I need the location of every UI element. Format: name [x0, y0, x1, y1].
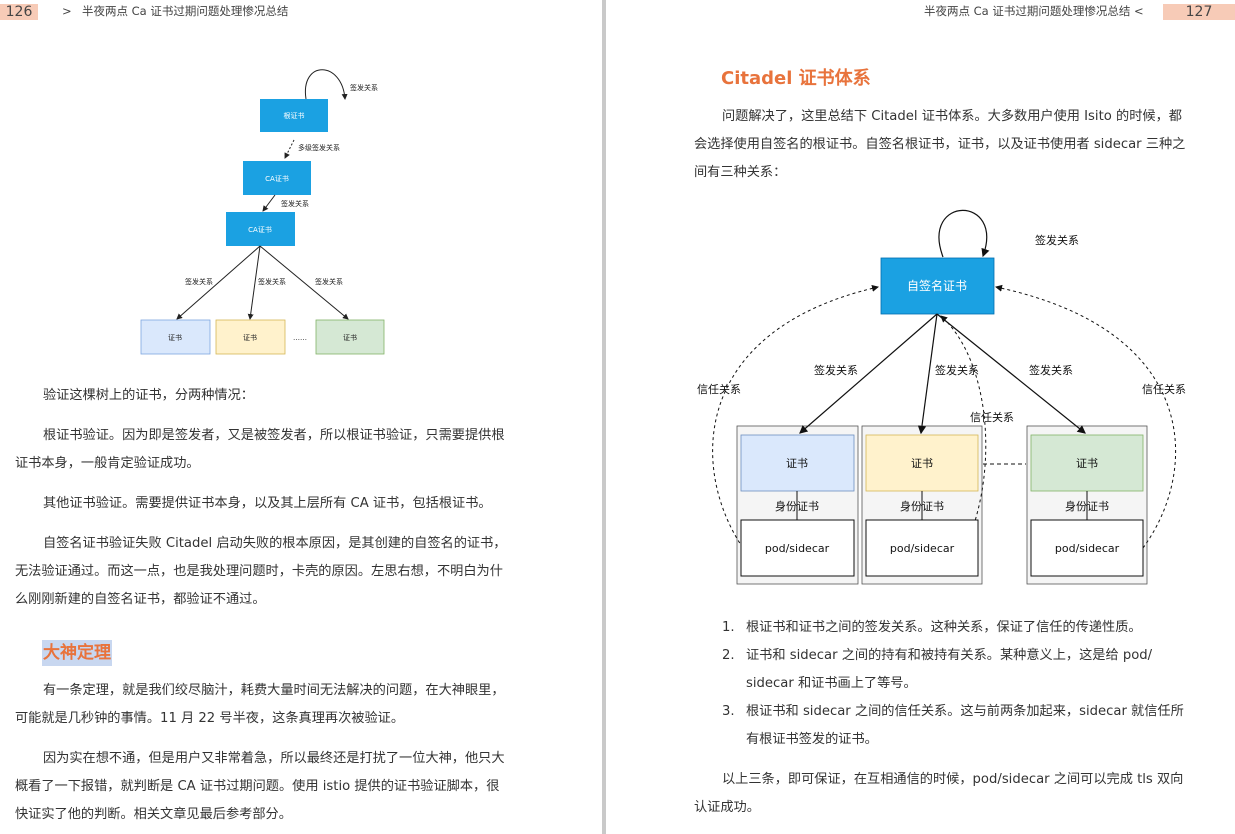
paragraph-citadel-line1: 问题解决了，这里总结下 Citadel 证书体系。大多数用户使用 Isito 的… [722, 109, 1182, 124]
right-page: 半夜两点 Ca 证书过期问题处理惨况总结 < 127 Citadel 证书体系 … [606, 0, 1235, 834]
relationship-list: 1. 根证书和证书之间的签发关系。这种关系，保证了信任的传递性质。 2. 证书和… [718, 614, 1198, 754]
trust-curve-left [712, 284, 879, 549]
issue-label-cert-1: 签发关系 [814, 363, 858, 377]
left-page-number: 126 [0, 4, 38, 20]
pod-node-2 [865, 519, 979, 577]
certificate-tree-diagram: 签发关系 根证书 多级签发关系 CA证书 签发关系 CA证书 签发关系 签发关系… [140, 69, 385, 355]
cert-label-1: 证书 [786, 457, 808, 470]
ca-cert-label-1: CA证书 [265, 174, 289, 183]
self-signed-root-node [880, 257, 995, 315]
paragraph-theorem-line2: 可能就是几秒钟的事情。11 月 22 号半夜，这条真理再次被验证。 [15, 711, 405, 726]
paragraph-citadel-line3: 间有三种关系： [694, 165, 787, 180]
identity-label-1: 身份证书 [775, 499, 819, 513]
section-heading-citadel: Citadel 证书体系 [721, 68, 871, 89]
citadel-cert-system-diagram: 签发关系 自签名证书 签发关系 签发关系 签发关系 信任关系 信任关系 信任关系… [697, 209, 1186, 585]
issue-label-cert-3: 签发关系 [1029, 363, 1073, 377]
trust-label-left: 信任关系 [697, 382, 741, 396]
issue-arrow-cert-1 [799, 313, 938, 434]
issue-arrow-leaf-1 [176, 245, 261, 320]
list-item-line1: 根证书和 sidecar 之间的信任关系。这与前两条加起来，sidecar 就信… [746, 704, 1184, 719]
list-item: 3. 根证书和 sidecar 之间的信任关系。这与前两条加起来，sidecar… [718, 698, 1198, 754]
paragraph-conclusion-line2: 认证成功。 [694, 800, 760, 815]
paragraph-citadel-line2: 会选择使用自签名的根证书。自签名根证书，证书，以及证书使用者 sidecar 三… [694, 137, 1186, 152]
section-heading-theorem: 大神定理 [42, 640, 112, 666]
ca-cert-label-2: CA证书 [248, 225, 272, 234]
trust-label-right: 信任关系 [1142, 382, 1186, 396]
self-sign-loop [938, 209, 990, 258]
trust-label-middle: 信任关系 [970, 410, 1014, 424]
issue-arrow-cert-2 [917, 313, 938, 435]
self-signed-root-label: 自签名证书 [907, 278, 967, 293]
leaf-cert-label-1: 证书 [168, 333, 182, 342]
pod-label-2: pod/sidecar [890, 542, 955, 555]
root-cert-node [260, 99, 328, 132]
cert-node-3 [1030, 434, 1144, 492]
ca-cert-node-1 [243, 161, 311, 195]
pod-node-3 [1030, 519, 1144, 577]
multi-issue-label: 多级签发关系 [298, 143, 340, 152]
root-cert-label: 根证书 [284, 111, 305, 120]
list-item: 2. 证书和 sidecar 之间的持有和被持有关系。某种意义上，这是给 pod… [718, 642, 1198, 698]
identity-label-2: 身份证书 [900, 499, 944, 513]
paragraph-expert-line1: 因为实在想不通，但是用户又非常着急，所以最终还是打扰了一位大神，他只大 [43, 751, 505, 766]
list-item-line1: 根证书和证书之间的签发关系。这种关系，保证了信任的传递性质。 [746, 620, 1142, 635]
list-item-line1: 证书和 sidecar 之间的持有和被持有关系。某种意义上，这是给 pod/ [746, 648, 1153, 663]
paragraph-other-verify: 其他证书验证。需要提供证书本身，以及其上层所有 CA 证书，包括根证书。 [43, 496, 492, 511]
issue-label-ca: 签发关系 [281, 199, 309, 208]
cert-label-2: 证书 [911, 457, 933, 470]
cert-label-3: 证书 [1076, 457, 1098, 470]
multi-issue-arrow [284, 139, 295, 159]
self-sign-label: 签发关系 [1035, 233, 1079, 247]
right-header-separator: < [1134, 4, 1144, 18]
leaf-cert-node-2 [215, 319, 286, 355]
paragraph-root-cause-line1: 自签名证书验证失败 Citadel 启动失败的根本原因，是其创建的自签名的证书， [43, 536, 507, 551]
leaf-cert-node-3 [315, 319, 385, 355]
left-page: 126 > 半夜两点 Ca 证书过期问题处理惨况总结 签发关系 根证书 多级签发… [0, 0, 602, 834]
leaf-cert-node-1 [140, 319, 211, 355]
pod-label-3: pod/sidecar [1055, 542, 1120, 555]
paragraph-root-verify-line1: 根证书验证。因为即是签发者，又是被签发者，所以根证书验证，只需要提供根 [43, 428, 505, 443]
paragraph-tree-cases: 验证这棵树上的证书，分两种情况： [43, 388, 254, 403]
self-issue-loop [304, 69, 348, 100]
issue-label-leaf-2: 签发关系 [258, 277, 286, 286]
issue-arrow-cert-3 [936, 313, 1086, 434]
list-item: 1. 根证书和证书之间的签发关系。这种关系，保证了信任的传递性质。 [718, 614, 1198, 642]
list-item-line2: sidecar 和证书画上了等号。 [746, 676, 917, 691]
list-item-line2: 有根证书签发的证书。 [746, 732, 878, 747]
page-gutter [602, 0, 606, 834]
paragraph-conclusion-line1: 以上三条，即可保证，在互相通信的时候，pod/sidecar 之间可以完成 tl… [722, 772, 1184, 787]
issue-label-cert-2: 签发关系 [935, 363, 979, 377]
left-header-separator: > [62, 4, 72, 18]
leaf-cert-label-2: 证书 [243, 333, 257, 342]
paragraph-root-cause-line2: 无法验证通过。而这一点，也是我处理问题时，卡壳的原因。左思右想，不明白为什 [15, 564, 503, 579]
issue-arrow-ca [262, 194, 276, 212]
pod-label-1: pod/sidecar [765, 542, 830, 555]
paragraph-root-verify-line2: 证书本身，一般肯定验证成功。 [15, 456, 200, 471]
issue-label-leaf-3: 签发关系 [315, 277, 343, 286]
paragraph-root-cause-line3: 么刚刚新建的自签名证书，都验证不通过。 [15, 592, 266, 607]
identity-label-3: 身份证书 [1065, 499, 1109, 513]
leaf-ellipsis: …… [293, 334, 307, 342]
paragraph-theorem-line1: 有一条定理，就是我们绞尽脑汁，耗费大量时间无法解决的问题，在大神眼里， [43, 683, 505, 698]
self-issue-label: 签发关系 [350, 83, 378, 92]
ca-cert-node-2 [226, 212, 295, 246]
list-item-number: 2. [722, 648, 735, 663]
issue-arrow-leaf-3 [259, 245, 349, 320]
right-header-title: 半夜两点 Ca 证书过期问题处理惨况总结 [924, 4, 1131, 18]
list-item-number: 1. [722, 620, 735, 635]
cert-node-2 [865, 434, 979, 492]
right-page-number: 127 [1163, 4, 1235, 20]
pod-node-1 [740, 519, 855, 577]
list-item-number: 3. [722, 704, 735, 719]
cert-node-1 [740, 434, 855, 492]
paragraph-expert-line3: 快证实了他的判断。相关文章见最后参考部分。 [15, 807, 292, 822]
left-header-title: 半夜两点 Ca 证书过期问题处理惨况总结 [82, 4, 289, 18]
issue-label-leaf-1: 签发关系 [185, 277, 213, 286]
paragraph-expert-line2: 概看了一下报错，就判断是 CA 证书过期问题。使用 istio 提供的证书验证脚… [15, 779, 500, 794]
trust-curve-right [995, 284, 1177, 549]
issue-arrow-leaf-2 [247, 245, 261, 320]
leaf-cert-label-3: 证书 [343, 333, 357, 342]
